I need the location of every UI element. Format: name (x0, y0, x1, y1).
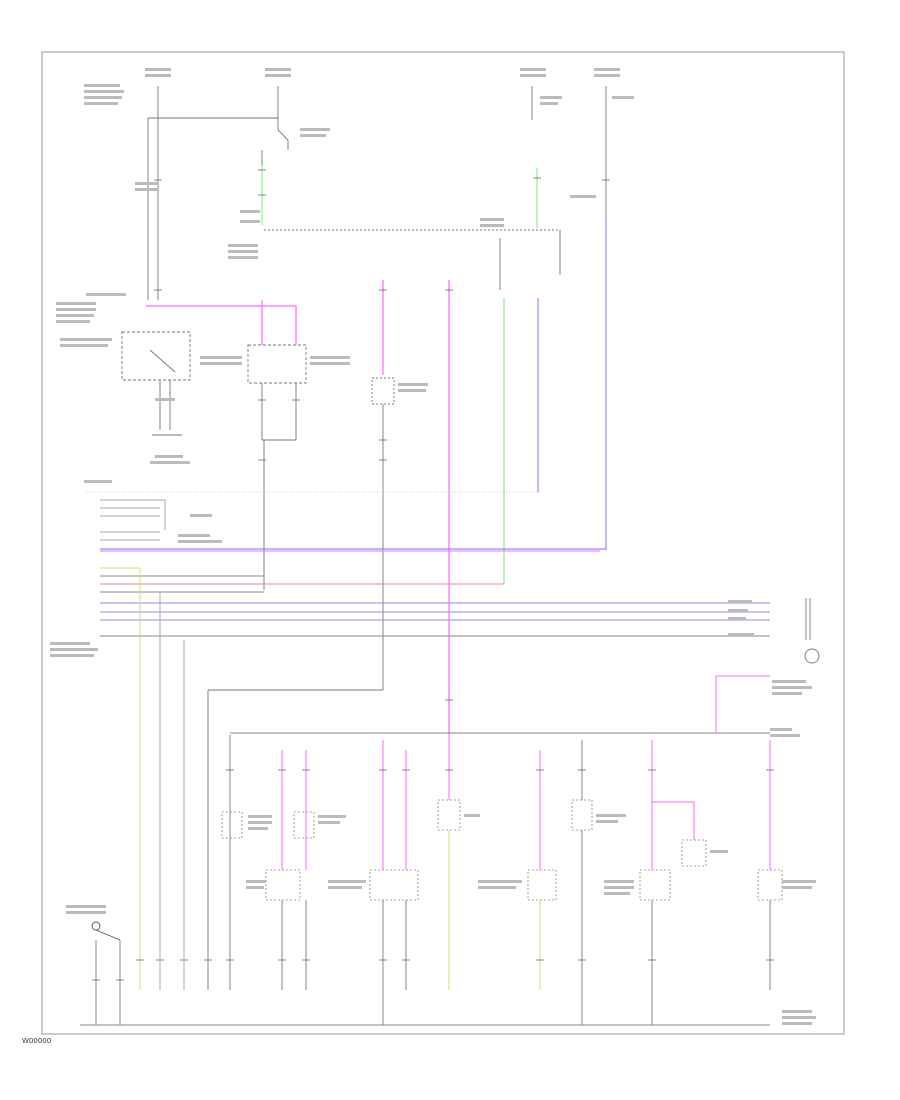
pin-ticks (92, 169, 774, 981)
ground-symbol (91, 921, 121, 941)
relay-blocks (200, 344, 428, 990)
right-connector (728, 598, 820, 695)
component-labels (66, 728, 816, 1025)
connector-bus (50, 480, 770, 657)
top-supply-lines (147, 86, 607, 300)
component-boxes (221, 799, 783, 901)
colored-wires (146, 165, 607, 735)
footer-code: W00000 (22, 1037, 52, 1045)
diagram-frame (41, 51, 845, 1035)
ignition-switch-block (60, 331, 191, 464)
top-labels (56, 68, 634, 323)
lower-distribution (80, 567, 771, 1026)
